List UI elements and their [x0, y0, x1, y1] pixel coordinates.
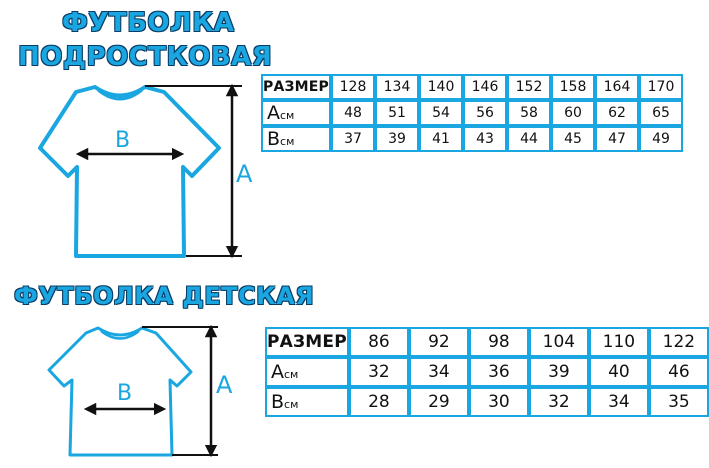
width-cell: 37: [331, 126, 375, 152]
row-unit: см: [280, 109, 295, 122]
width-cell: 44: [507, 126, 551, 152]
width-cell: 34: [588, 387, 649, 417]
length-cell: 56: [463, 100, 507, 126]
row-label-b: Bсм: [265, 387, 349, 417]
length-cell: 58: [507, 100, 551, 126]
kids-tshirt-icon: [47, 326, 193, 457]
size-cell: 170: [639, 74, 683, 100]
row-unit: см: [284, 398, 299, 411]
width-cell: 45: [551, 126, 595, 152]
length-cell: 62: [595, 100, 639, 126]
width-cell: 30: [468, 387, 529, 417]
size-cell: 122: [648, 327, 709, 357]
kids-length-label: A: [216, 371, 233, 399]
size-cell: 110: [588, 327, 649, 357]
row-label-a: Aсм: [261, 100, 331, 126]
size-cell: 92: [408, 327, 469, 357]
length-cell: 46: [648, 357, 709, 387]
width-cell: 39: [375, 126, 419, 152]
width-cell: 47: [595, 126, 639, 152]
kids-size-table: РАЗМЕР 86 92 98 104 110 122 Aсм 32 34 36…: [265, 327, 709, 417]
row-unit: см: [284, 368, 299, 381]
row-unit: см: [280, 135, 295, 148]
length-cell: 36: [468, 357, 529, 387]
length-cell: 60: [551, 100, 595, 126]
width-cell: 35: [648, 387, 709, 417]
table-row: Bсм 28 29 30 32 34 35: [265, 387, 709, 417]
width-cell: 49: [639, 126, 683, 152]
size-cell: 146: [463, 74, 507, 100]
teen-size-table: РАЗМЕР 128 134 140 146 152 158 164 170 A…: [261, 74, 683, 152]
length-cell: 32: [348, 357, 409, 387]
width-cell: 29: [408, 387, 469, 417]
kids-length-arrow: [142, 324, 218, 458]
size-cell: 164: [595, 74, 639, 100]
width-cell: 43: [463, 126, 507, 152]
width-cell: 32: [528, 387, 589, 417]
table-row: РАЗМЕР 86 92 98 104 110 122: [265, 327, 709, 357]
size-cell: 134: [375, 74, 419, 100]
teen-tshirt-icon: [38, 85, 221, 258]
teen-title-line2: ПОДРОСТКОВАЯ: [18, 42, 273, 72]
table-row: Aсм 48 51 54 56 58 60 62 65: [261, 100, 683, 126]
size-cell: 128: [331, 74, 375, 100]
length-cell: 40: [588, 357, 649, 387]
table-row: Aсм 32 34 36 39 40 46: [265, 357, 709, 387]
length-cell: 39: [528, 357, 589, 387]
size-header-cell: РАЗМЕР: [261, 74, 331, 100]
size-header-cell: РАЗМЕР: [265, 327, 349, 357]
teen-title-line1: ФУТБОЛКА: [62, 8, 235, 38]
row-letter: B: [267, 128, 281, 150]
table-row: Bсм 37 39 41 43 44 45 47 49: [261, 126, 683, 152]
length-cell: 34: [408, 357, 469, 387]
table-row: РАЗМЕР 128 134 140 146 152 158 164 170: [261, 74, 683, 100]
teen-length-arrow: [145, 83, 242, 259]
length-cell: 65: [639, 100, 683, 126]
teen-length-label: A: [236, 160, 253, 188]
row-label-b: Bсм: [261, 126, 331, 152]
size-cell: 98: [468, 327, 529, 357]
row-letter: B: [271, 391, 285, 413]
size-cell: 140: [419, 74, 463, 100]
size-cell: 152: [507, 74, 551, 100]
length-cell: 48: [331, 100, 375, 126]
length-cell: 54: [419, 100, 463, 126]
kids-width-label: B: [117, 381, 133, 406]
kids-title: ФУТБОЛКА ДЕТСКАЯ: [14, 282, 315, 310]
size-cell: 86: [348, 327, 409, 357]
width-cell: 41: [419, 126, 463, 152]
size-cell: 104: [528, 327, 589, 357]
teen-width-label: B: [115, 128, 131, 153]
length-cell: 51: [375, 100, 419, 126]
row-letter: A: [267, 102, 280, 124]
width-cell: 28: [348, 387, 409, 417]
row-label-a: Aсм: [265, 357, 349, 387]
row-letter: A: [271, 361, 284, 383]
size-cell: 158: [551, 74, 595, 100]
